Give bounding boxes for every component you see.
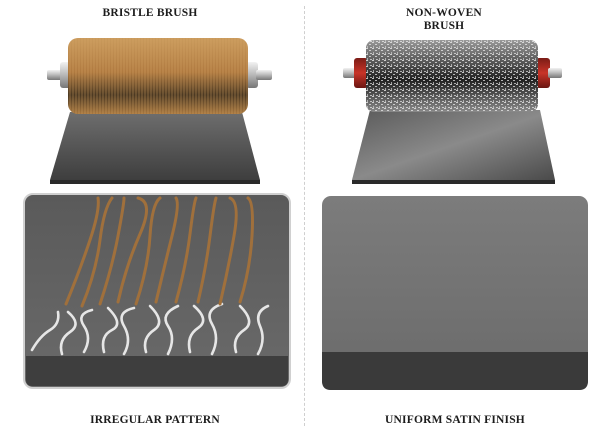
bristle-brush-roller-icon [47,38,272,184]
nonwoven-brush-roller-icon [343,40,562,184]
uniform-finish-panel [322,196,588,390]
irregular-pattern-caption: IRREGULAR PATTERN [20,414,290,427]
uniform-finish-caption: UNIFORM SATIN FINISH [320,414,590,427]
irregular-pattern-panel [24,194,290,388]
